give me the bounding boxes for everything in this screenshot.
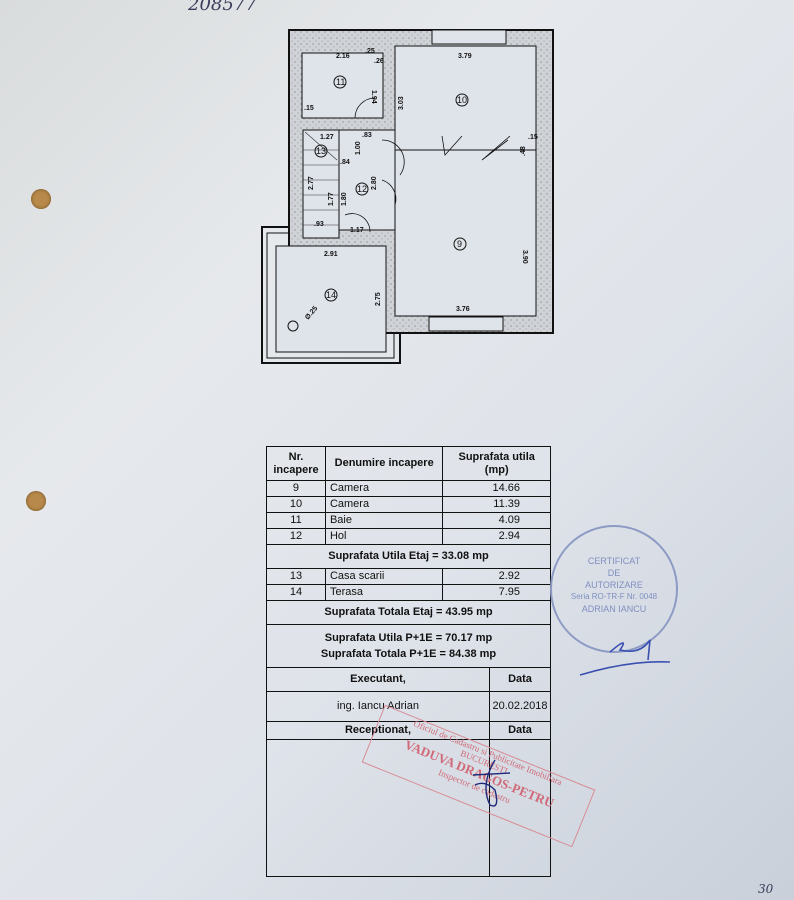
floor-plan: 11 10 9 12 13 14 2.16 .25 .26 1.94 .15 3… [261, 29, 554, 364]
signature-blue [579, 639, 671, 676]
data-label: Data [489, 667, 551, 692]
svg-text:3.03: 3.03 [398, 96, 405, 110]
svg-text:.15: .15 [304, 105, 314, 112]
svg-text:.93: .93 [314, 221, 324, 228]
handwritten-page-mark: 30 [758, 882, 774, 896]
total-useful-p1e: Suprafata Utila P+1E = 70.17 mp [324, 632, 493, 644]
svg-text:12: 12 [357, 184, 367, 194]
executant-name: ing. Iancu Adrian [266, 691, 490, 722]
svg-text:10: 10 [457, 95, 467, 105]
svg-text:.84: .84 [340, 159, 350, 166]
signature-inspector [472, 759, 511, 807]
total-p1e-row: Suprafata Utila P+1E = 70.17 mp Suprafat… [266, 624, 551, 668]
data-label-2: Data [489, 721, 551, 740]
header-area: Suprafata utila (mp) [442, 446, 551, 481]
room-14-terrace [275, 245, 387, 353]
area-table: Nr. incapere Denumire incapere Suprafata… [266, 446, 551, 877]
svg-text:.25: .25 [365, 48, 375, 55]
stair-treads [303, 131, 339, 226]
room-9 [394, 149, 537, 317]
svg-text:2.80: 2.80 [371, 176, 378, 190]
door-swings [344, 97, 511, 233]
room-labels: 11 10 9 12 13 14 [314, 75, 469, 302]
svg-text:2.77: 2.77 [308, 176, 315, 190]
window [431, 29, 507, 45]
svg-text:.48: .48 [520, 146, 527, 156]
room-13-stairs [302, 129, 340, 239]
handwritten-number: 208577 [188, 0, 257, 15]
svg-text:1.27: 1.27 [320, 134, 334, 141]
header-nr: Nr. incapere [266, 446, 326, 481]
svg-text:1.77: 1.77 [328, 192, 335, 206]
svg-text:9: 9 [457, 239, 462, 249]
svg-text:3.76: 3.76 [456, 306, 470, 313]
executant-label: Executant, [266, 667, 490, 692]
svg-text:.26: .26 [374, 58, 384, 65]
table-header: Nr. incapere Denumire incapere Suprafata… [266, 446, 551, 481]
punch-hole [26, 491, 46, 511]
svg-text:3.90: 3.90 [521, 250, 528, 264]
svg-text:13: 13 [316, 146, 326, 156]
svg-text:1.94: 1.94 [370, 90, 377, 104]
svg-text:1.00: 1.00 [355, 141, 362, 155]
svg-text:2.75: 2.75 [375, 292, 382, 306]
svg-text:11: 11 [336, 77, 345, 87]
svg-text:.83: .83 [362, 132, 372, 139]
total-floor-row: Suprafata Totala Etaj = 43.95 mp [266, 600, 551, 625]
room-12-hall [338, 129, 396, 231]
header-name: Denumire incapere [324, 446, 444, 481]
svg-text:3.79: 3.79 [458, 53, 472, 60]
svg-text:14: 14 [326, 290, 336, 300]
total-p1e: Suprafata Totala P+1E = 84.38 mp [320, 648, 497, 660]
svg-text:1.80: 1.80 [341, 192, 348, 206]
subtotal-row: Suprafata Utila Etaj = 33.08 mp [266, 544, 551, 569]
svg-text:.15: .15 [528, 134, 538, 141]
svg-text:2.16: 2.16 [336, 53, 350, 60]
room-11 [301, 52, 384, 119]
reception-signature-area [266, 739, 551, 877]
window [428, 316, 504, 332]
svg-text:1.17: 1.17 [350, 227, 364, 234]
punch-hole [31, 189, 51, 209]
room-10 [394, 45, 537, 151]
drain-icon [287, 320, 299, 332]
svg-text:2.91: 2.91 [324, 251, 338, 258]
executant-date: 20.02.2018 [489, 691, 551, 722]
